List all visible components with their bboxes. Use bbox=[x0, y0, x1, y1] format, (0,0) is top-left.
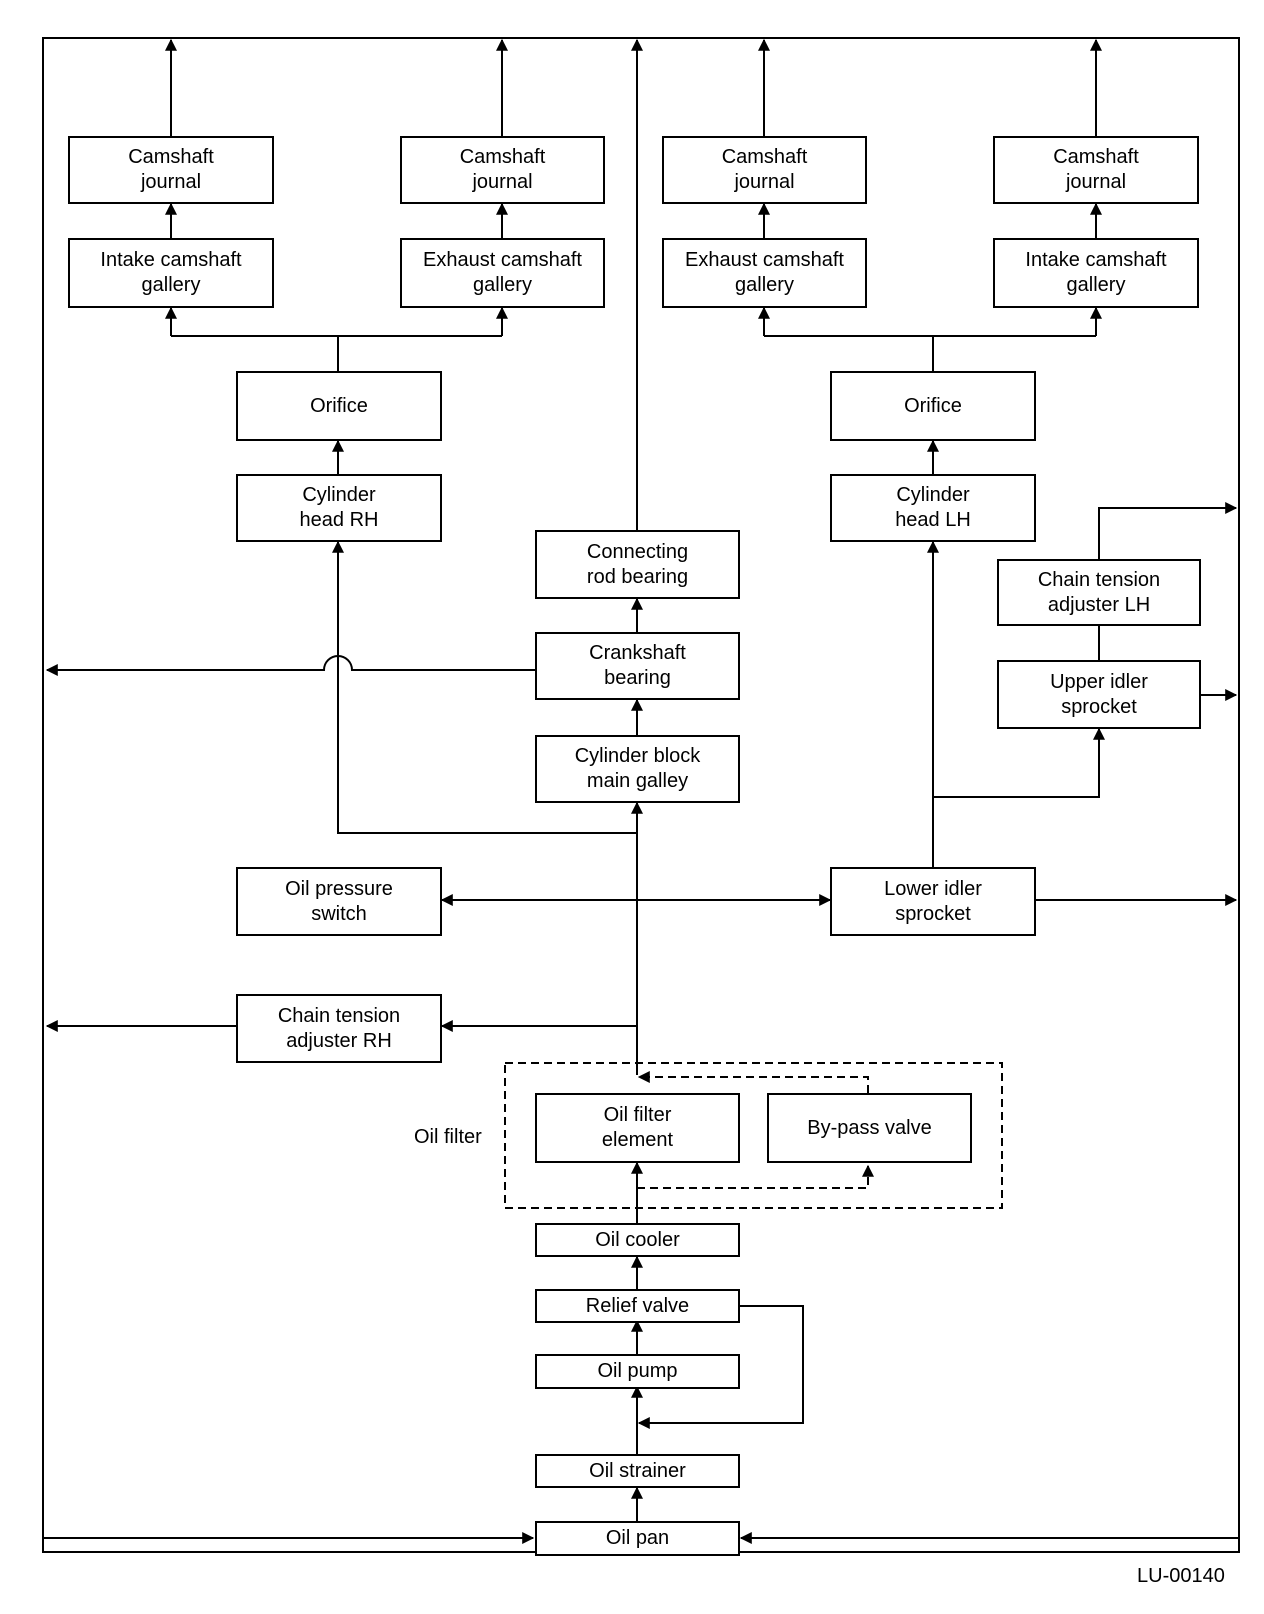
oil-filter-housing bbox=[504, 1062, 1003, 1209]
box-crankshaft-bearing: Crankshaft bearing bbox=[535, 632, 740, 700]
flow-line bbox=[933, 727, 1105, 798]
box-oil-pump: Oil pump bbox=[535, 1354, 740, 1389]
box-cyl-head-lh: Cylinder head LH bbox=[830, 474, 1036, 542]
flow-line bbox=[332, 540, 637, 834]
box-oil-pressure-switch: Oil pressure switch bbox=[236, 867, 442, 936]
box-upper-idler: Upper idler sprocket bbox=[997, 660, 1201, 729]
box-exhaust-gallery-rh: Exhaust camshaft gallery bbox=[400, 238, 605, 308]
flow-line bbox=[637, 1305, 804, 1429]
box-conn-rod-bearing: Connecting rod bearing bbox=[535, 530, 740, 599]
bypass-line bbox=[637, 1164, 874, 1189]
box-oil-strainer: Oil strainer bbox=[535, 1454, 740, 1488]
box-oil-pan: Oil pan bbox=[535, 1521, 740, 1556]
box-chain-tension-lh: Chain tension adjuster LH bbox=[997, 559, 1201, 626]
box-intake-gallery-rh: Intake camshaft gallery bbox=[68, 238, 274, 308]
box-intake-gallery-lh: Intake camshaft gallery bbox=[993, 238, 1199, 308]
box-cyl-block-gallery: Cylinder block main galley bbox=[535, 735, 740, 803]
figure-id: LU-00140 bbox=[1137, 1565, 1225, 1587]
oil-filter-label: Oil filter bbox=[414, 1126, 482, 1148]
box-cam-journal-3: Camshaft journal bbox=[662, 136, 867, 204]
box-cyl-head-rh: Cylinder head RH bbox=[236, 474, 442, 542]
flow-line bbox=[1098, 502, 1238, 559]
box-oil-filter-element: Oil filter element bbox=[535, 1093, 740, 1163]
bypass-line bbox=[637, 1071, 869, 1093]
box-orifice-lh: Orifice bbox=[830, 371, 1036, 441]
box-lower-idler: Lower idler sprocket bbox=[830, 867, 1036, 936]
flow-line bbox=[45, 655, 535, 676]
box-exhaust-gallery-lh: Exhaust camshaft gallery bbox=[662, 238, 867, 308]
box-chain-tension-rh: Chain tension adjuster RH bbox=[236, 994, 442, 1063]
box-cam-journal-4: Camshaft journal bbox=[993, 136, 1199, 204]
box-bypass-valve: By-pass valve bbox=[767, 1093, 972, 1163]
box-cam-journal-2: Camshaft journal bbox=[400, 136, 605, 204]
box-orifice-rh: Orifice bbox=[236, 371, 442, 441]
box-oil-cooler: Oil cooler bbox=[535, 1223, 740, 1257]
box-relief-valve: Relief valve bbox=[535, 1289, 740, 1323]
box-cam-journal-1: Camshaft journal bbox=[68, 136, 274, 204]
